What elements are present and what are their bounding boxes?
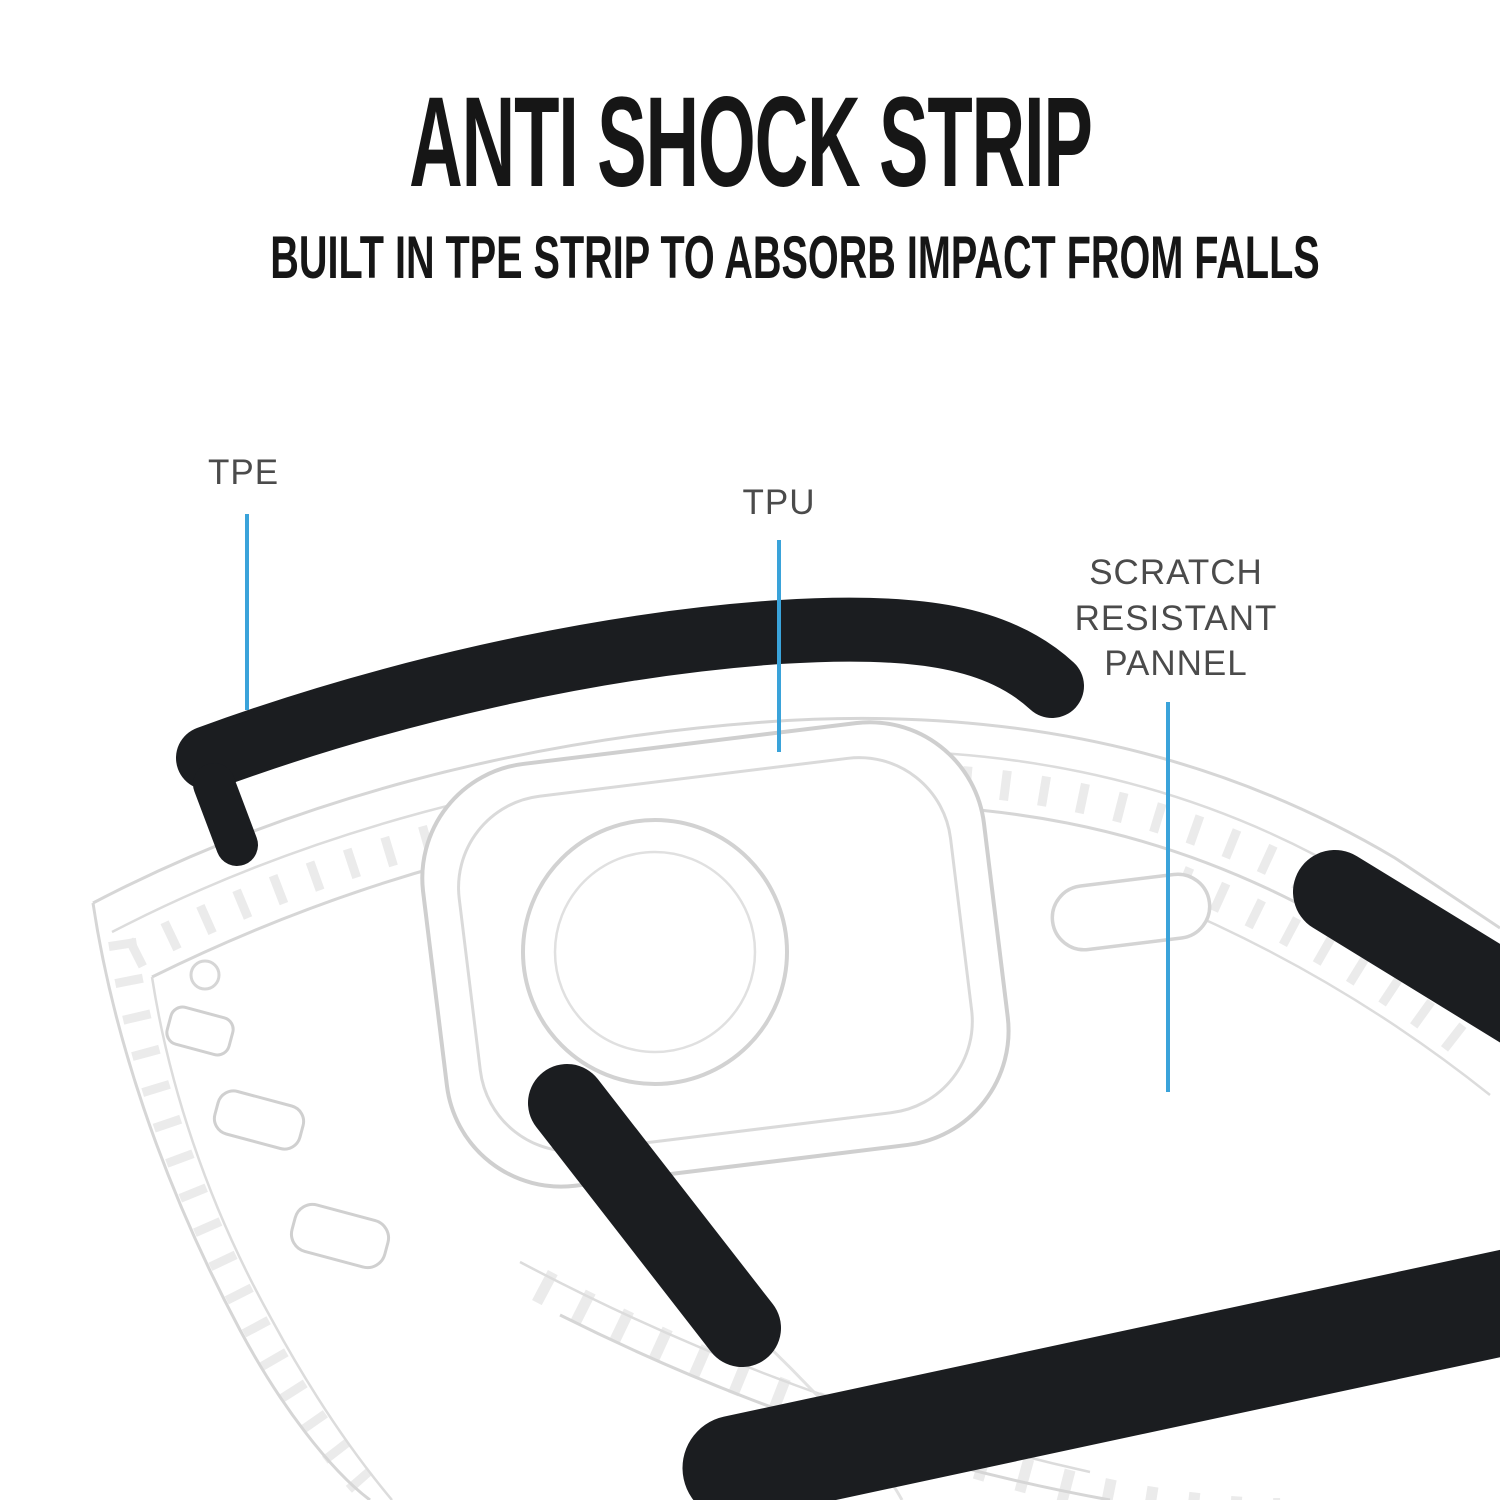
tpe-strip-right (1293, 850, 1500, 1043)
tpe-strip-top (176, 597, 1084, 790)
page-title-wrap: ANTI SHOCK STRIP (0, 66, 1500, 220)
camera-cutout-inner-ring (457, 756, 974, 1153)
left-button-1 (165, 1005, 235, 1057)
leader-lines (245, 514, 1170, 1092)
page-subtitle-wrap: BUILT IN TPE STRIP TO ABSORB IMPACT FROM… (0, 222, 1500, 294)
side-button-cutouts (165, 872, 1212, 1270)
mute-switch-hole (189, 959, 221, 991)
tpe-strip-bottom (682, 1249, 1500, 1500)
case-left-inner-edge (150, 976, 393, 1500)
scratch-label-line-2: RESISTANT (1074, 598, 1278, 638)
camera-cutout (420, 720, 1011, 1189)
tpu-label: TPU (742, 483, 816, 522)
case-left-rib-band (108, 937, 388, 1500)
case-outer-rim (92, 716, 1500, 930)
camera-lens-circle-inner (553, 850, 757, 1054)
case-right-rib-band (1174, 866, 1480, 1062)
page-subtitle: BUILT IN TPE STRIP TO ABSORB IMPACT FROM… (270, 224, 1320, 291)
left-button-2 (212, 1089, 306, 1151)
button-cutout-pill (1050, 872, 1212, 952)
left-button-3 (289, 1202, 391, 1270)
clear-case-body (91, 716, 1500, 1500)
scratch-label-line-3: PANNEL (1104, 644, 1248, 683)
tpe-strip-middle (528, 1064, 781, 1367)
camera-cutout-outer-ring (420, 720, 1011, 1189)
tpe-strip-top-corner-hook (193, 763, 258, 866)
tpe-label: TPE (208, 453, 280, 492)
scratch-resistant-panel-label: SCRATCH RESISTANT PANNEL (1075, 550, 1278, 687)
scratch-label-line-1: SCRATCH (1089, 553, 1263, 592)
page-title: ANTI SHOCK STRIP (408, 71, 1093, 214)
tpe-strips (176, 597, 1500, 1500)
camera-lens-circle-outer (521, 818, 789, 1086)
case-left-outer-edge (91, 902, 371, 1500)
